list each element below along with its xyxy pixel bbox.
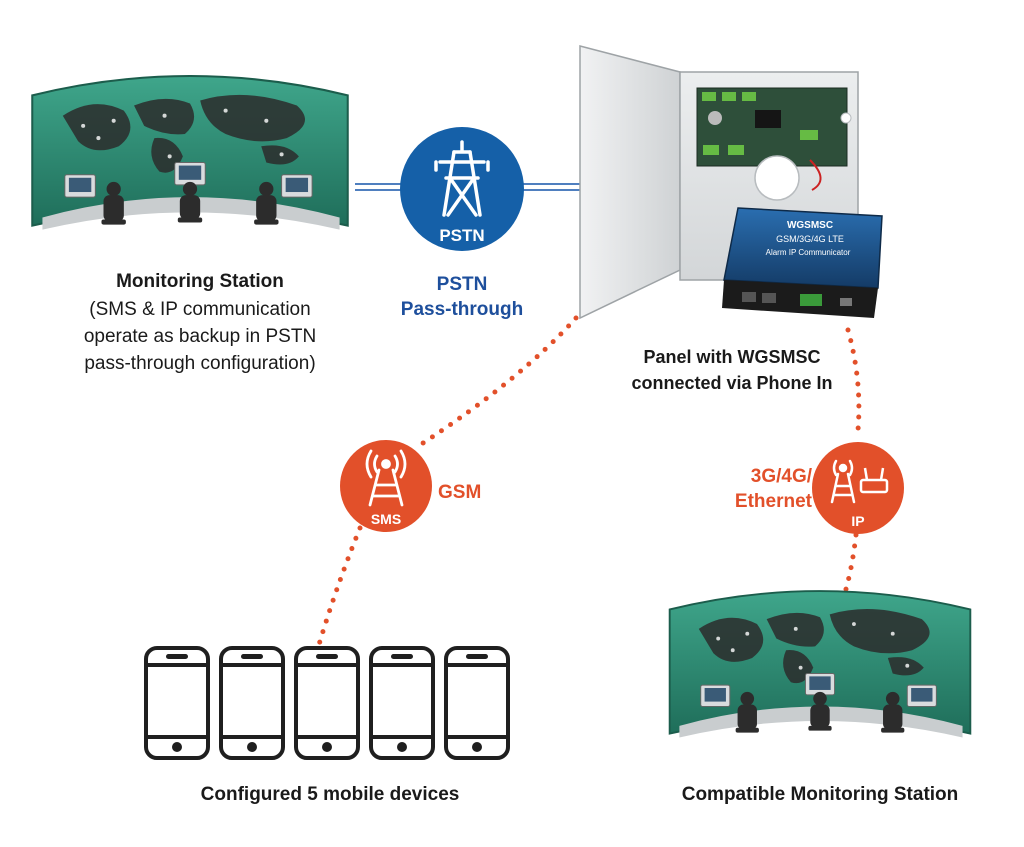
ip-badge-text: IP	[851, 513, 864, 529]
ip-badge: IP	[812, 442, 904, 534]
device-model-text: WGSMSC	[787, 220, 833, 231]
panel-label-line: connected via Phone In	[631, 373, 833, 393]
device-network-text: GSM/3G/4G LTE	[776, 234, 844, 244]
compatible-monitoring-station-illustration	[668, 590, 972, 739]
gsm-label: GSM	[438, 482, 482, 503]
mobile-phone-icon	[219, 646, 285, 760]
cell-tower-icon	[830, 459, 856, 504]
sms-badge-text: SMS	[371, 511, 401, 527]
description-line: operate as backup in PSTN	[83, 326, 317, 347]
panel-label: Panel with WGSMSC connected via Phone In	[582, 344, 882, 396]
sms-link-lines	[315, 315, 579, 651]
pstn-badge: PSTN	[400, 127, 524, 251]
power-tower-icon	[434, 140, 490, 217]
description-line: pass-through configuration)	[84, 353, 316, 374]
monitoring-station-title: Monitoring Station	[116, 271, 284, 292]
mobile-devices-label: Configured 5 mobile devices	[200, 784, 460, 805]
panel-label-line: Panel with WGSMSC	[643, 347, 821, 367]
mobile-devices	[144, 646, 510, 760]
router-icon	[859, 467, 889, 494]
mobile-phone-icon	[444, 646, 510, 760]
ip-connection-label: 3G/4G/ Ethernet	[712, 464, 812, 514]
pstn-badge-text: PSTN	[439, 226, 484, 245]
device-type-text: Alarm IP Communicator	[766, 248, 851, 257]
mobile-phone-icon	[294, 646, 360, 760]
monitoring-station-illustration	[31, 75, 349, 231]
sms-badge: SMS	[340, 440, 432, 532]
ip-label-line: Ethernet	[734, 491, 812, 512]
description-line: (SMS & IP communication	[89, 299, 311, 320]
mobile-phone-icon	[144, 646, 210, 760]
mobile-phone-icon	[369, 646, 435, 760]
wgsmsc-device: WGSMSC GSM/3G/4G LTE Alarm IP Communicat…	[722, 207, 883, 318]
monitoring-station-description: (SMS & IP communication operate as backu…	[28, 296, 372, 377]
pstn-label-line: Pass-through	[400, 299, 524, 320]
pstn-label-line: PSTN	[436, 274, 488, 295]
pstn-label: PSTN Pass-through	[382, 272, 542, 322]
ip-link-lines	[841, 327, 862, 599]
compatible-station-title: Compatible Monitoring Station	[681, 784, 959, 805]
cell-tower-icon	[365, 449, 407, 507]
ip-label-line: 3G/4G/	[750, 466, 812, 487]
